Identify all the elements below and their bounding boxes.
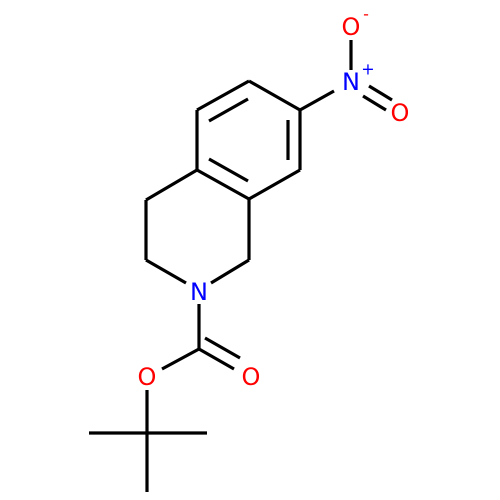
charge-label: + (361, 60, 374, 79)
atom-ester-o: O (138, 363, 157, 391)
atom-label: O (342, 13, 361, 41)
atom-carbonyl-o: O (242, 363, 261, 391)
charge-label: - (363, 5, 369, 24)
bond-carbonyl-c-o-b (204, 336, 241, 360)
bond-c7-nitro-n (299, 89, 335, 112)
bond-carbonyl-c-o-a (198, 347, 235, 371)
bond-ar-c5-c6-inner (208, 97, 249, 123)
bond-carbonyl-c-ester-o (161, 347, 200, 371)
atom-label: N (190, 278, 208, 306)
bond-c4a-c4 (145, 168, 198, 202)
bond-c3-n2 (145, 258, 187, 285)
atom-nitro-o-right: O (391, 99, 410, 127)
bond-nitro-n-o-right-b (362, 94, 387, 112)
atom-ring-n: N (190, 278, 208, 306)
bond-ar-c5-c6 (196, 79, 250, 112)
atom-label: O (391, 99, 410, 127)
bond-ar-c8a-c4a (196, 168, 250, 201)
bond-ar-c6-c7 (248, 79, 301, 112)
bond-n2-c1 (210, 258, 250, 285)
atom-nitro-o-top: O - (342, 5, 369, 42)
bond-nitro-n-o-right-a (368, 84, 393, 102)
atom-label: O (242, 363, 261, 391)
atom-label: O (138, 363, 157, 391)
atom-nitro-n: N + (342, 60, 375, 97)
atom-label: N (342, 68, 360, 96)
bond-ar-c8-c8a (248, 168, 301, 201)
bond-ar-c8a-c4a-inner (208, 157, 249, 183)
